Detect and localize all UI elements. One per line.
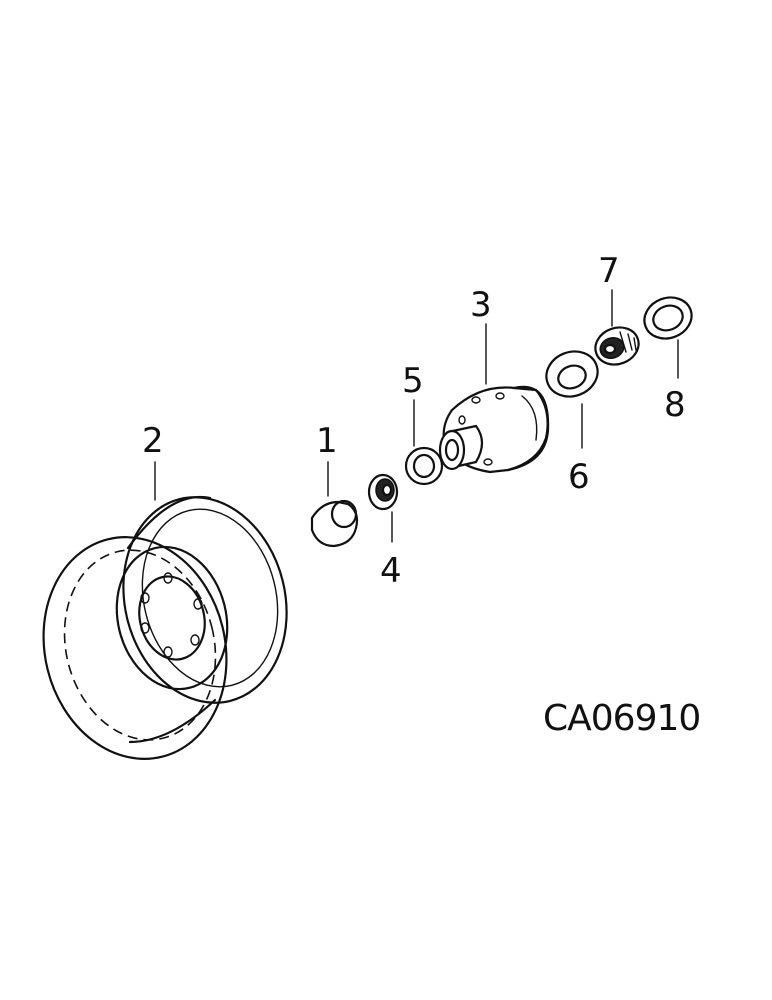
wheel-stud-holes	[140, 572, 203, 658]
outer-bearing-cone	[367, 473, 399, 543]
callout-6: 6	[568, 457, 590, 497]
figure-code: CA06910	[543, 698, 700, 739]
callout-7: 7	[598, 251, 620, 291]
seal	[643, 296, 693, 379]
callout-1: 1	[316, 421, 338, 461]
outer-bearing-cup	[404, 399, 444, 486]
callout-8: 8	[664, 385, 686, 425]
hub	[438, 323, 550, 474]
callout-5: 5	[402, 361, 424, 401]
wheel	[42, 461, 288, 760]
hub-cap	[310, 461, 359, 548]
callout-2: 2	[142, 421, 164, 461]
callout-4: 4	[380, 551, 402, 591]
inner-bearing-cup	[545, 350, 599, 449]
callout-3: 3	[470, 285, 492, 325]
inner-bearing-cone	[594, 289, 640, 366]
